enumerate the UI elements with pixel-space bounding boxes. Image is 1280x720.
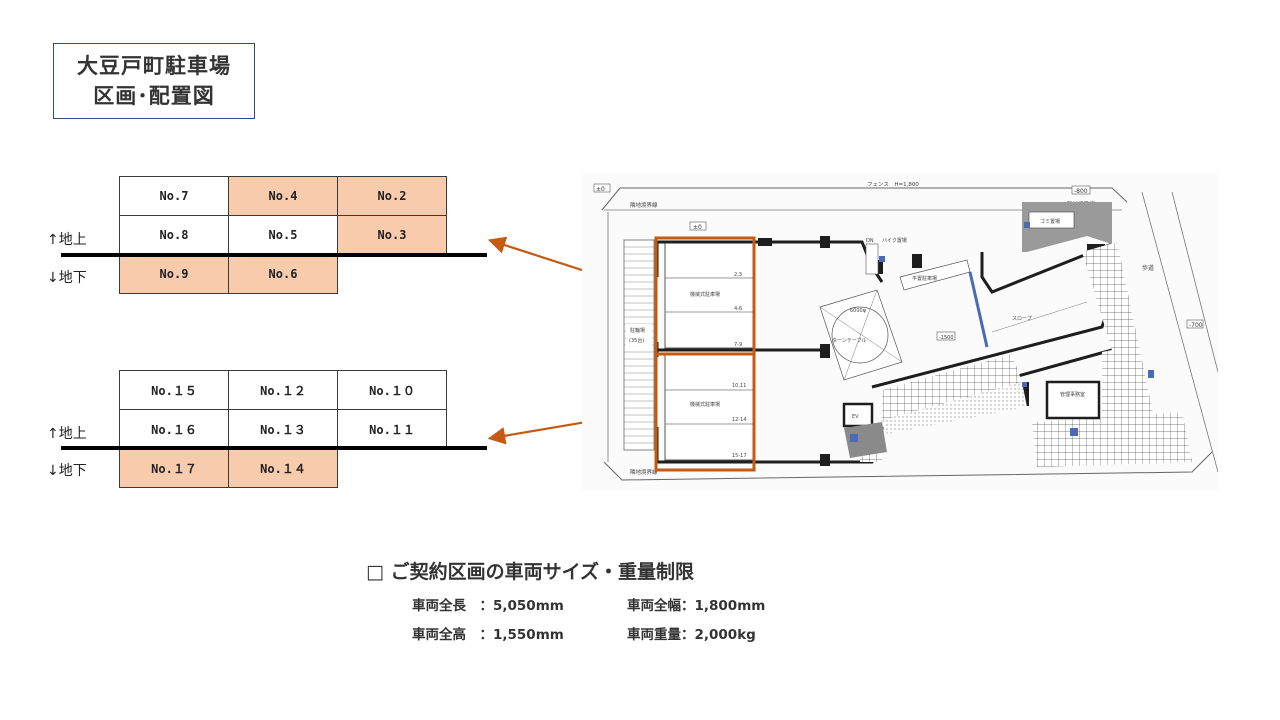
page-title-line1: 大豆戸町駐車場 bbox=[77, 54, 231, 78]
svg-text:2,3: 2,3 bbox=[734, 272, 742, 278]
svg-text:-800: -800 bbox=[1074, 188, 1088, 195]
svg-text:管理事務室: 管理事務室 bbox=[1060, 391, 1085, 398]
svg-text:(35台): (35台) bbox=[629, 337, 644, 344]
svg-text:バイク置場: バイク置場 bbox=[882, 237, 907, 244]
svg-text:隣地境界線: 隣地境界線 bbox=[630, 201, 658, 209]
svg-text:12-14: 12-14 bbox=[732, 417, 747, 423]
space-17: No.１７ bbox=[119, 448, 229, 488]
level-below-label-2: ↓地下 bbox=[47, 463, 87, 479]
spec-width: 車両全幅：1,800mm bbox=[627, 594, 765, 614]
spec-length-value: ：5,050mm bbox=[479, 598, 564, 614]
spec-width-value: ：1,800mm bbox=[681, 598, 766, 614]
floor-plan: ±0 ±0 -800 -700 フェンス H=1,800 隣地境界線 隣地境界線… bbox=[582, 172, 1219, 490]
svg-text:ゴミ置場: ゴミ置場 bbox=[1040, 218, 1060, 225]
svg-text:4-6: 4-6 bbox=[734, 306, 742, 312]
svg-text:10,11: 10,11 bbox=[732, 383, 746, 389]
space-9: No.9 bbox=[119, 254, 229, 294]
parking-grid-upper: No.7 No.4 No.2 No.8 No.5 No.3 No.9 No.6 bbox=[119, 176, 447, 294]
page-title-line2: 区画･配置図 bbox=[93, 84, 215, 108]
svg-text:-700: -700 bbox=[1189, 322, 1203, 329]
spec-length: 車両全長 ：5,050mm bbox=[412, 594, 564, 614]
ground-line-upper bbox=[61, 253, 487, 257]
space-14: No.１４ bbox=[228, 448, 338, 488]
svg-text:EV: EV bbox=[852, 414, 859, 420]
space-8: No.8 bbox=[119, 215, 229, 255]
svg-text:スロープ: スロープ bbox=[1012, 316, 1032, 322]
svg-text:7-9: 7-9 bbox=[734, 342, 742, 348]
space-11: No.１１ bbox=[337, 409, 447, 449]
svg-text:フェンス H=1,800: フェンス H=1,800 bbox=[867, 181, 919, 188]
spec-weight-key: 車両重量 bbox=[627, 627, 681, 643]
svg-text:歩道: 歩道 bbox=[1142, 264, 1154, 272]
svg-text:±0: ±0 bbox=[596, 186, 605, 193]
spec-length-key: 車両全長 bbox=[412, 598, 480, 614]
space-2: No.2 bbox=[337, 176, 447, 216]
vehicle-limits-title: □ ご契約区画の車両サイズ・重量制限 bbox=[366, 561, 694, 583]
svg-text:DN: DN bbox=[866, 238, 874, 244]
svg-text:隣地境界線: 隣地境界線 bbox=[630, 468, 658, 476]
spec-height-value: ：1,550mm bbox=[479, 627, 564, 643]
svg-text:駐輪場: 駐輪場 bbox=[630, 327, 645, 334]
spec-weight-value: ：2,000kg bbox=[681, 627, 756, 643]
space-6: No.6 bbox=[228, 254, 338, 294]
spec-height: 車両全高 ：1,550mm bbox=[412, 623, 564, 643]
spec-weight: 車両重量：2,000kg bbox=[627, 623, 756, 643]
space-13: No.１３ bbox=[228, 409, 338, 449]
level-below-label-1: ↓地下 bbox=[47, 270, 87, 286]
space-3: No.3 bbox=[337, 215, 447, 255]
ground-line-lower bbox=[61, 446, 487, 450]
level-above-label-2: ↑地上 bbox=[47, 426, 87, 442]
svg-text:平置駐車場: 平置駐車場 bbox=[912, 275, 937, 282]
space-10: No.１０ bbox=[337, 370, 447, 410]
spec-height-key: 車両全高 bbox=[412, 627, 480, 643]
svg-text:15-17: 15-17 bbox=[732, 453, 747, 459]
space-16: No.１６ bbox=[119, 409, 229, 449]
svg-text:機械式駐車場: 機械式駐車場 bbox=[690, 401, 720, 408]
svg-text:±0: ±0 bbox=[693, 224, 702, 231]
level-above-label-1: ↑地上 bbox=[47, 232, 87, 248]
svg-text:機械式駐車場: 機械式駐車場 bbox=[690, 291, 720, 298]
spec-width-key: 車両全幅 bbox=[627, 598, 681, 614]
svg-text:ターンテーブル: ターンテーブル bbox=[832, 337, 866, 344]
svg-text:-1500: -1500 bbox=[939, 335, 954, 341]
parking-grid-lower: No.１５ No.１２ No.１０ No.１６ No.１３ No.１１ No.１… bbox=[119, 370, 447, 488]
svg-text:6000φ: 6000φ bbox=[850, 308, 867, 314]
page-title-box: 大豆戸町駐車場 区画･配置図 bbox=[53, 43, 255, 119]
space-15: No.１５ bbox=[119, 370, 229, 410]
space-4: No.4 bbox=[228, 176, 338, 216]
